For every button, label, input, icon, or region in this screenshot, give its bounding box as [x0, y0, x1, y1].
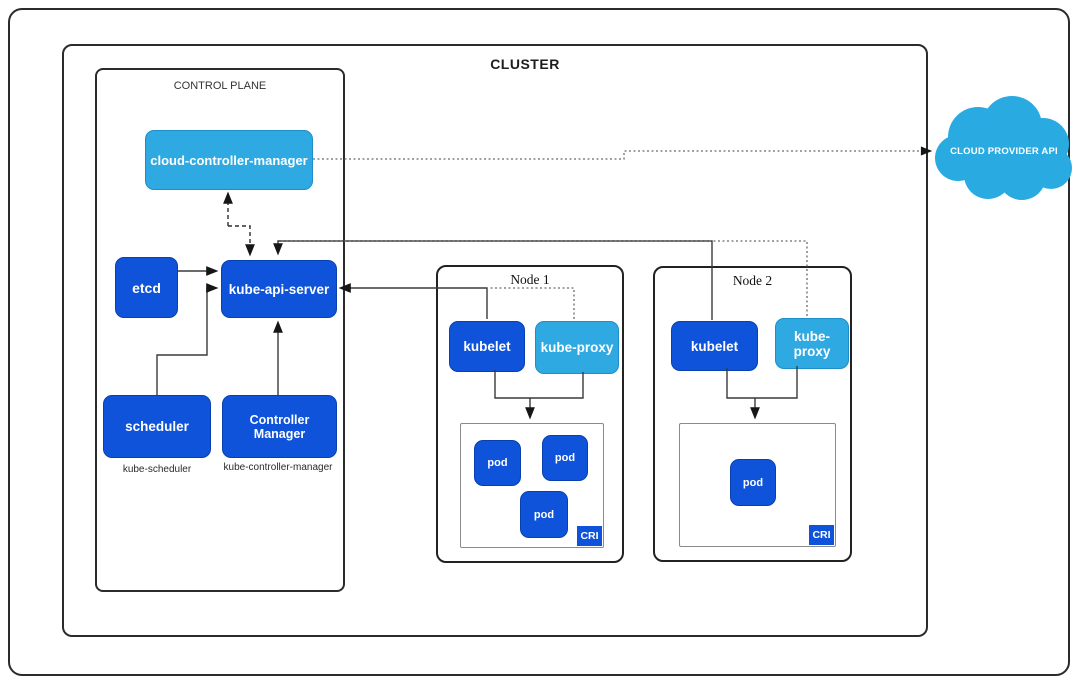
node-1-kubelet-box: kubelet [449, 321, 525, 372]
kube-api-server-label: kube-api-server [228, 281, 330, 297]
cluster-label: CLUSTER [490, 56, 560, 72]
node-2-kube-proxy-box: kube-proxy [775, 318, 849, 369]
pod-box: pod [520, 491, 568, 538]
pod-box: pod [542, 435, 588, 481]
node-1-title: Node 1 [510, 272, 550, 287]
kube-api-server-box: kube-api-server [221, 260, 337, 318]
node-1-box: Node 1 kubelet kube-proxy pod pod pod CR… [436, 265, 624, 563]
node-2-kube-proxy-label: kube-proxy [793, 328, 831, 359]
controller-manager-label: Controller Manager [249, 412, 310, 441]
pod-label: pod [533, 508, 555, 521]
controller-manager-box: Controller Manager [222, 395, 337, 458]
control-plane-label: CONTROL PLANE [173, 80, 267, 92]
node-1-cri-badge: CRI [577, 526, 602, 546]
outer-frame [8, 8, 1070, 676]
node-1-kubelet-label: kubelet [463, 339, 511, 354]
node-1-cri-box: pod pod pod CRI [460, 423, 604, 548]
cloud-provider-api-label: CLOUD PROVIDER API [950, 145, 1058, 157]
pod-box: pod [474, 440, 521, 486]
kube-scheduler-caption: kube-scheduler [122, 464, 192, 475]
scheduler-box: scheduler [103, 395, 211, 458]
node-1-kube-proxy-label: kube-proxy [540, 340, 614, 355]
node-2-kubelet-label: kubelet [690, 338, 739, 354]
cloud-controller-manager-box: cloud-controller-manager [145, 130, 313, 190]
node-1-kube-proxy-box: kube-proxy [535, 321, 619, 374]
control-plane-box [95, 68, 345, 592]
node-2-title: Node 2 [732, 273, 773, 288]
cloud-controller-manager-label: cloud-controller-manager [150, 152, 308, 168]
etcd-label: etcd [132, 279, 161, 296]
pod-label: pod [554, 452, 576, 464]
cluster-box [62, 44, 928, 637]
pod-label: pod [742, 476, 764, 489]
scheduler-label: scheduler [125, 419, 189, 434]
pod-box: pod [730, 459, 776, 506]
node-2-box: Node 2 kubelet kube-proxy pod CRI [653, 266, 852, 562]
node-2-kubelet-box: kubelet [671, 321, 758, 371]
etcd-box: etcd [115, 257, 178, 318]
node-2-cri-box: pod CRI [679, 423, 836, 547]
pod-label: pod [487, 457, 508, 469]
kube-controller-manager-caption: kube-controller-manager [223, 462, 333, 473]
node-2-cri-badge: CRI [809, 525, 834, 545]
